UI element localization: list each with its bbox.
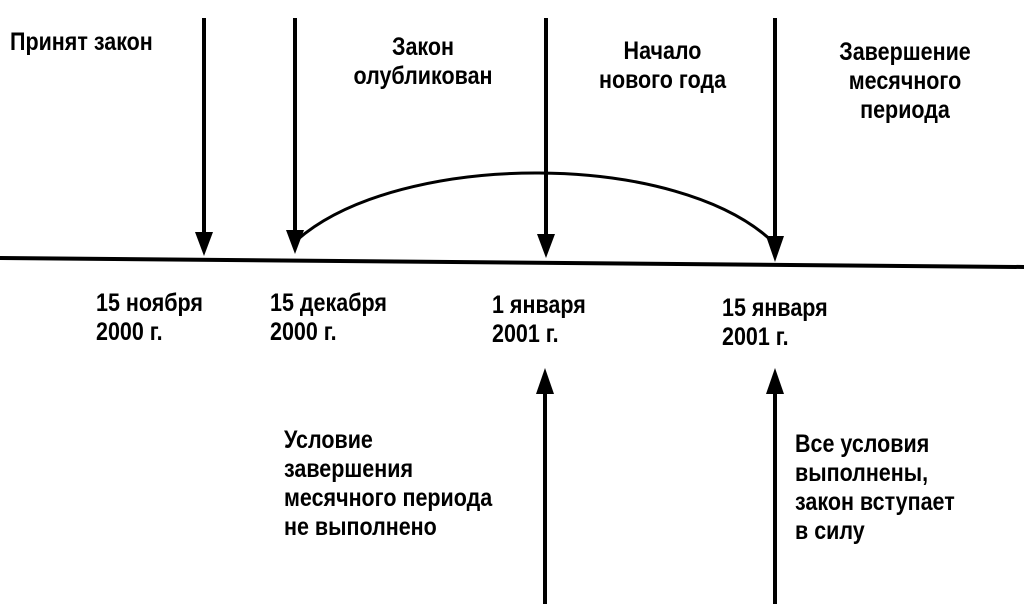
date-jan1: 1 января 2001 г. <box>492 291 586 348</box>
event-law-adopted: Принят закон <box>10 28 153 56</box>
arrow-all-conditions-met <box>766 368 784 604</box>
timeline-axis <box>0 256 1024 269</box>
date-dec15: 15 декабря 2000 г. <box>270 289 387 346</box>
arrow-law-adopted <box>195 18 213 256</box>
date-jan15: 15 января 2001 г. <box>722 294 828 351</box>
event-law-published: Закон олубликован <box>353 33 493 90</box>
arrow-period-end <box>766 18 784 262</box>
event-period-end: Завершение месячного периода <box>839 38 971 124</box>
monthly-period-arc <box>296 171 777 246</box>
arrow-new-year <box>537 18 555 258</box>
note-condition-not-met: Условие завершения месячного периода не … <box>284 426 493 541</box>
note-all-conditions-met: Все условия выполнены, закон вступает в … <box>795 430 955 545</box>
arrow-condition-not-met <box>536 368 554 604</box>
event-new-year: Начало нового года <box>598 37 727 94</box>
date-nov15: 15 ноября 2000 г. <box>96 289 203 346</box>
arrow-law-published <box>286 18 304 254</box>
